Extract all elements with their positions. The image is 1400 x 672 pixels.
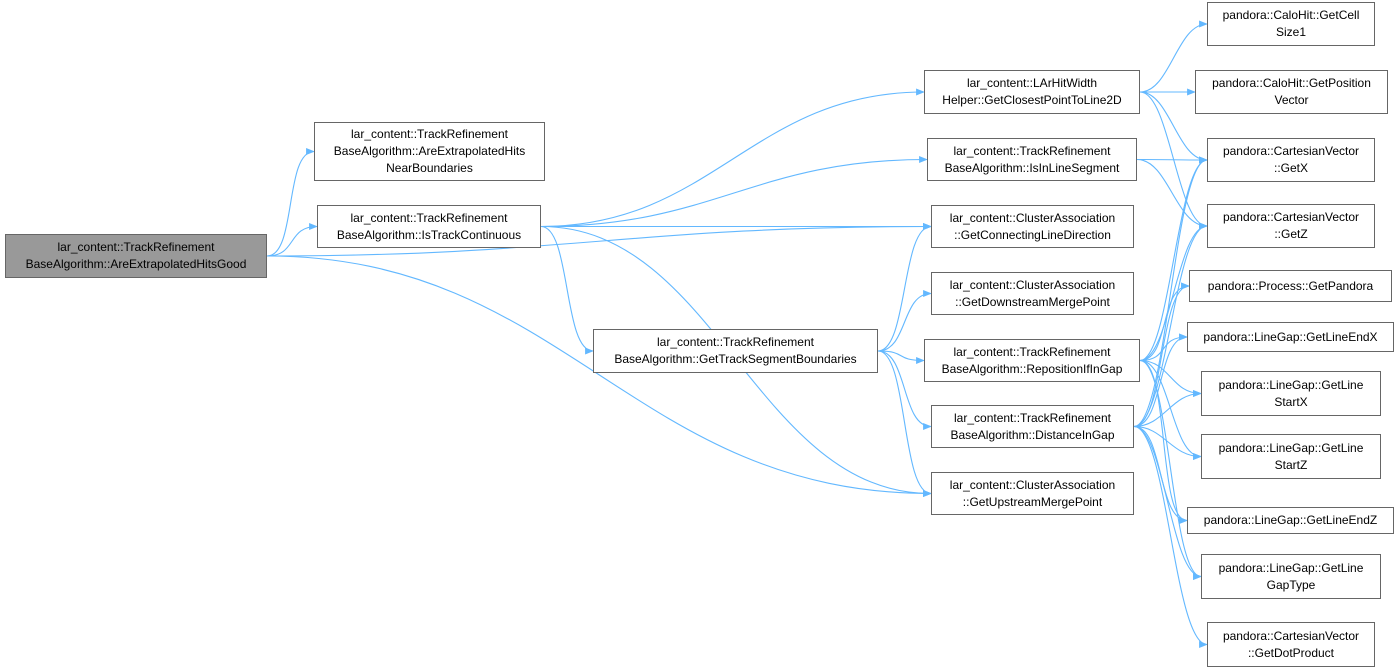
node-label-line: ::GetUpstreamMergePoint — [962, 494, 1103, 509]
node-label-line: BaseAlgorithm::RepositionIfInGap — [941, 361, 1123, 376]
node-label-line: ::GetConnectingLineDirection — [954, 227, 1111, 242]
edge-gettracksegment-to-getconnecting — [877, 223, 932, 352]
node-label-line: lar_content::TrackRefinement — [657, 335, 814, 349]
node-label-line: Vector — [1274, 93, 1309, 107]
edge-distanceingap-to-getlinegaptype — [1133, 425, 1202, 580]
node-label-line: StartX — [1274, 394, 1308, 409]
node-label-line: BaseAlgorithm::AreExtrapolatedHits — [333, 144, 526, 158]
node-label-line: StartZ — [1274, 457, 1308, 472]
node-label-line: ::GetZ — [1274, 227, 1308, 241]
node-label-line: GapType — [1266, 577, 1316, 592]
node-label-line: Size1 — [1275, 25, 1307, 39]
node-getx[interactable]: pandora::CartesianVector::GetX — [1207, 138, 1375, 182]
node-getupstream[interactable]: lar_content::ClusterAssociation::GetUpst… — [931, 472, 1134, 515]
node-getconnecting[interactable]: lar_content::ClusterAssociation::GetConn… — [931, 205, 1134, 248]
node-label-line: lar_content::TrackRefinement — [954, 410, 1111, 425]
node-label-line: pandora::LineGap::GetLine — [1218, 377, 1364, 392]
node-label-line: lar_content::ClusterAssociation — [949, 477, 1116, 492]
node-getlineendx[interactable]: pandora::LineGap::GetLineEndX — [1187, 322, 1394, 352]
node-label-line: lar_content::TrackRefinement — [953, 143, 1111, 158]
edge-distanceingap-to-getlinestartx — [1133, 389, 1202, 428]
node-label-line: BaseAlgorithm::IsTrackContinuous — [336, 227, 522, 242]
edge-gettracksegment-to-reposition — [877, 350, 925, 365]
node-getdownstream[interactable]: lar_content::ClusterAssociation::GetDown… — [931, 272, 1134, 315]
node-getlineendz[interactable]: pandora::LineGap::GetLineEndZ — [1187, 507, 1394, 534]
node-label-line: lar_content::ClusterAssociation — [949, 277, 1116, 292]
node-label-line: ::GetX — [1273, 161, 1308, 175]
node-label-line: lar_content::LArHitWidth — [966, 76, 1098, 90]
node-label-line: BaseAlgorithm::AreExtrapolatedHitsGood — [25, 257, 247, 271]
edge-istrackcontinuous-to-gettracksegment — [540, 225, 594, 355]
edge-gettracksegment-to-getdownstream — [877, 289, 932, 352]
node-label-line: NearBoundaries — [386, 161, 473, 175]
edge-root-to-istrackcontinuous — [266, 222, 318, 257]
node-label-line: pandora::LineGap::GetLineEndZ — [1203, 513, 1378, 527]
edge-root-to-nearboundaries — [266, 148, 315, 257]
node-label-line: BaseAlgorithm::IsInLineSegment — [944, 160, 1120, 175]
node-label-line: pandora::CartesianVector — [1222, 210, 1360, 224]
node-label-line: pandora::Process::GetPandora — [1207, 278, 1374, 293]
edge-root-to-getconnecting — [266, 222, 932, 257]
node-label-line: Helper::GetClosestPointToLine2D — [942, 93, 1122, 107]
edge-getclosestpoint-to-getcellsize — [1139, 20, 1208, 93]
node-label-line: pandora::LineGap::GetLineEndX — [1203, 329, 1378, 344]
node-label-line: pandora::CartesianVector — [1222, 628, 1360, 643]
edge-reposition-to-getlinestartz — [1139, 359, 1202, 460]
node-label-line: BaseAlgorithm::DistanceInGap — [950, 427, 1115, 442]
edge-getclosestpoint-to-getx — [1139, 91, 1208, 164]
node-label-line: BaseAlgorithm::GetTrackSegmentBoundaries — [614, 352, 857, 366]
edge-distanceingap-to-getlineendx — [1133, 333, 1188, 428]
node-label-line: ::GetDotProduct — [1247, 645, 1335, 660]
node-label-line: pandora::LineGap::GetLine — [1218, 440, 1364, 455]
edge-isinlinesegment-to-getz — [1136, 158, 1208, 230]
node-label-line: pandora::CaloHit::GetPosition — [1212, 76, 1371, 90]
edge-gettracksegment-to-getupstream — [877, 350, 932, 497]
node-label-line: ::GetDownstreamMergePoint — [955, 294, 1110, 309]
edge-root-to-getupstream — [266, 255, 932, 498]
node-getz[interactable]: pandora::CartesianVector::GetZ — [1207, 204, 1375, 248]
node-label-line: pandora::LineGap::GetLine — [1218, 560, 1364, 575]
edge-getclosestpoint-to-getz — [1139, 91, 1208, 230]
node-label-line: lar_content::ClusterAssociation — [949, 210, 1116, 225]
node-label-line: lar_content::TrackRefinement — [350, 210, 508, 225]
edge-gettracksegment-to-distanceingap — [877, 350, 932, 431]
edge-reposition-to-getz — [1139, 222, 1208, 362]
edge-distanceingap-to-getdotproduct — [1133, 425, 1208, 648]
node-getpandora[interactable]: pandora::Process::GetPandora — [1189, 270, 1392, 302]
node-label-line: pandora::CartesianVector — [1222, 144, 1360, 158]
node-label-line: lar_content::TrackRefinement — [351, 127, 508, 141]
edge-distanceingap-to-getx — [1133, 156, 1208, 428]
edge-istrackcontinuous-to-isinlinesegment — [540, 155, 928, 228]
edge-isinlinesegment-to-getx — [1136, 156, 1208, 164]
edge-istrackcontinuous-to-getclosestpoint — [540, 88, 925, 228]
edge-reposition-to-getlinestartx — [1139, 359, 1202, 398]
node-getdotproduct[interactable]: pandora::CartesianVector::GetDotProduct — [1207, 622, 1375, 667]
node-label-line: pandora::CaloHit::GetCell — [1222, 8, 1360, 22]
edge-reposition-to-getpandora — [1139, 282, 1190, 362]
edge-reposition-to-getlinegaptype — [1139, 359, 1202, 580]
edge-distanceingap-to-getlinestartz — [1133, 425, 1202, 461]
node-label-line: lar_content::TrackRefinement — [57, 240, 215, 254]
edge-distanceingap-to-getpandora — [1133, 282, 1190, 428]
node-label-line: lar_content::TrackRefinement — [953, 344, 1111, 359]
